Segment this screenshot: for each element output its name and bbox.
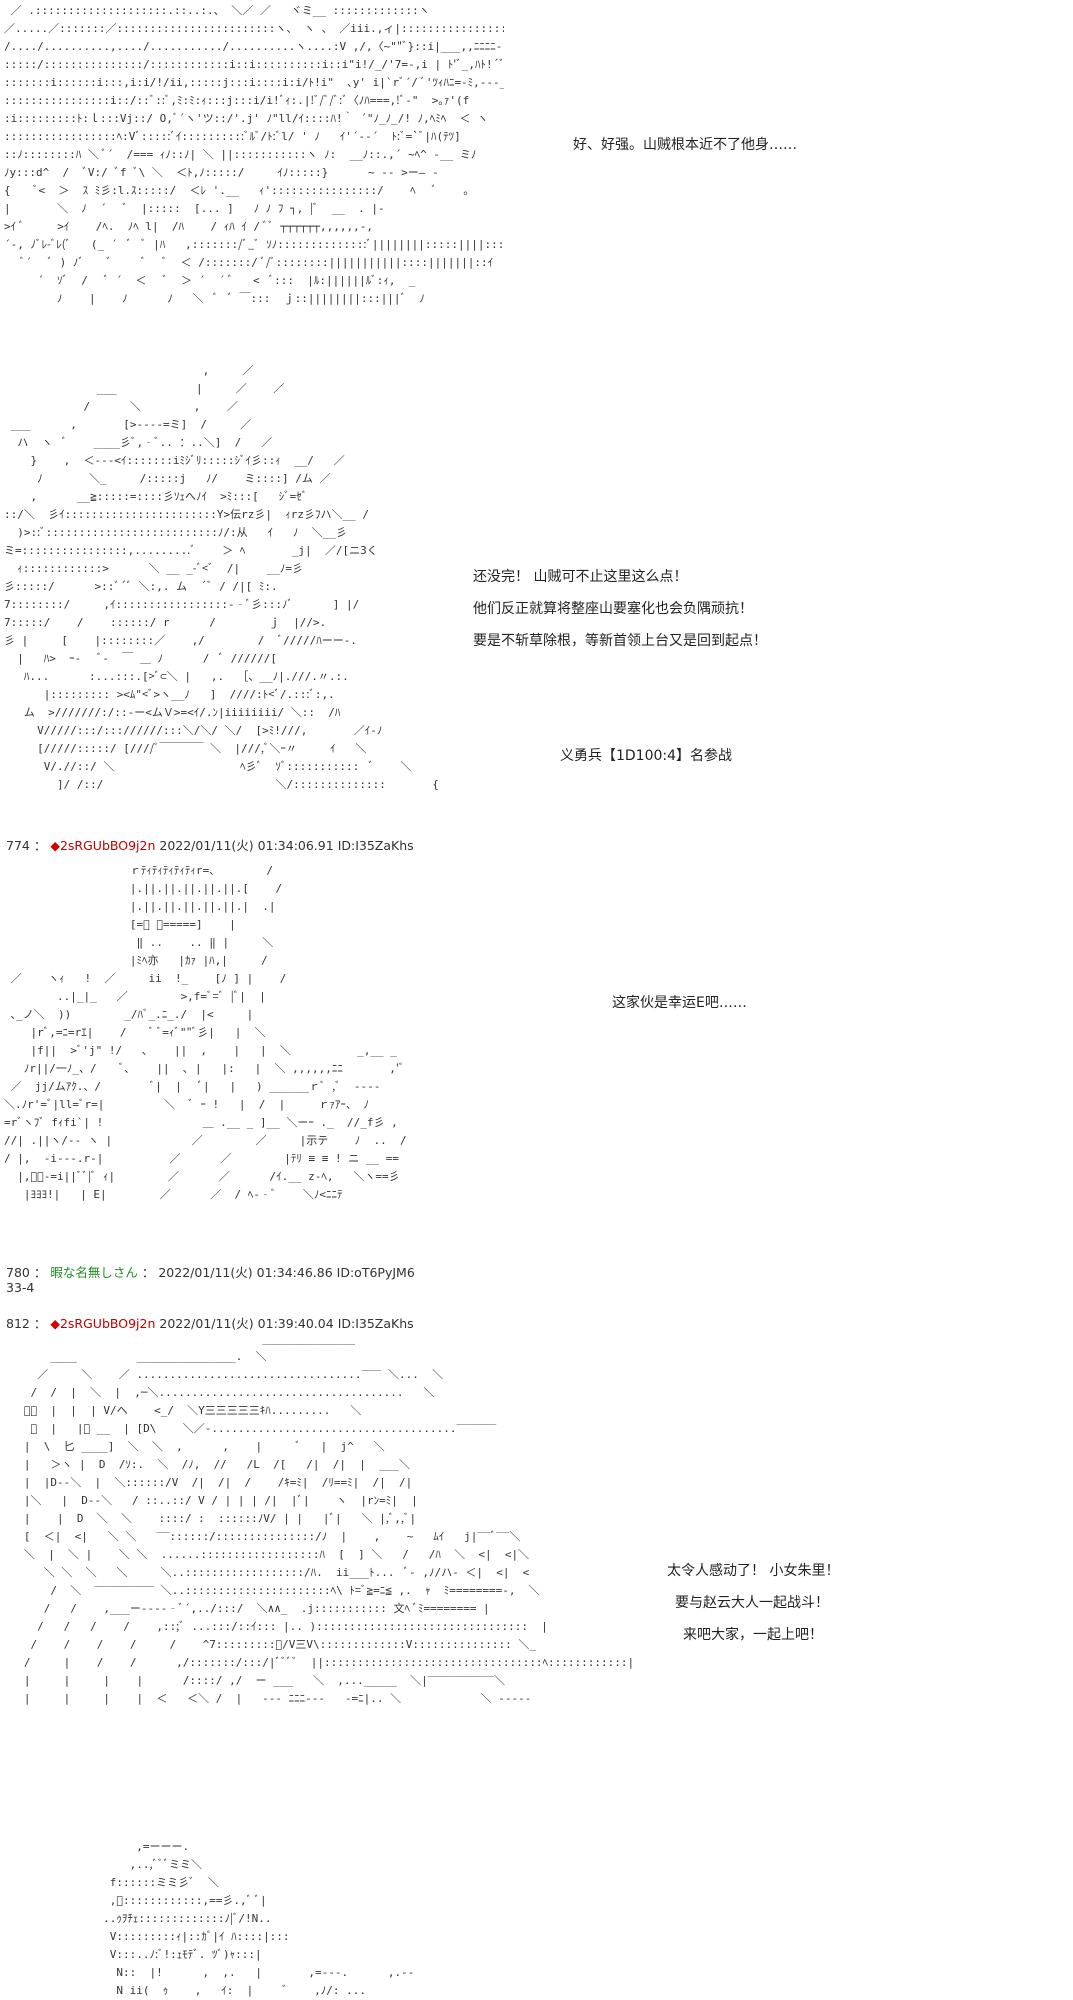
separator: ： — [33, 838, 47, 853]
post-number[interactable]: 774 — [6, 838, 30, 853]
ascii-art-bandit-fight: ／ .::::::::::::::::::::.::..:.、 ＼／ ／ ヾミ_… — [4, 4, 504, 305]
dialogue-line: 太令人感动了！ 小女朱里！ — [667, 1563, 840, 1579]
post-number[interactable]: 812 — [6, 1316, 30, 1331]
poster-id[interactable]: ID:I35ZaKhs — [337, 1316, 414, 1331]
post-body-780: 33-4 — [6, 1280, 35, 1295]
dialogue-line: 要与赵云大人一起战斗！ — [675, 1595, 829, 1611]
post-date: 2022/01/11(火) — [159, 1316, 254, 1331]
dialogue-line: 还没完！ 山贼可不止这里这么点！ — [473, 569, 688, 585]
dialogue-line: 这家伙是幸运E吧…… — [612, 995, 747, 1011]
post-time: 01:34:06.91 — [257, 838, 334, 853]
post-date: 2022/01/11(火) — [159, 838, 254, 853]
dialogue-line: 他们反正就算将整座山要塞化也会负隅顽抗！ — [473, 601, 753, 617]
poster-id[interactable]: ID:oT6PyJM6 — [336, 1265, 415, 1280]
dice-roll-text: 义勇兵【1D100:4】名参战 — [560, 748, 733, 764]
ascii-art-volunteer-soldiers: ｒﾃｨﾃｨﾃｨﾃｨﾃｨr=、 / |.||.||.||.||.||.[ / |.… — [4, 864, 407, 1201]
post-header-780: 780 ： 暇な名無しさん ： 2022/01/11(火) 01:34:46.8… — [6, 1262, 415, 1281]
separator: ： — [33, 1265, 47, 1280]
post-header-812: 812 ： ◆2sRGUbBO9j2n 2022/01/11(火) 01:39:… — [6, 1313, 414, 1332]
trip-diamond-icon: ◆ — [50, 838, 60, 853]
trip-diamond-icon: ◆ — [50, 1316, 60, 1331]
post-time: 01:39:40.04 — [257, 1316, 334, 1331]
dialogue-block: 还没完！ 山贼可不止这里这么点！ 他们反正就算将整座山要塞化也会负隅顽抗！ 要是… — [473, 561, 767, 657]
poster-trip[interactable]: 2sRGUbBO9j2n — [59, 1316, 156, 1331]
post-header-774: 774 ： ◆2sRGUbBO9j2n 2022/01/11(火) 01:34:… — [6, 835, 414, 854]
poster-name: 暇な名無しさん — [50, 1265, 138, 1280]
separator: ： — [33, 1316, 47, 1331]
post-date: 2022/01/11(火) — [158, 1265, 253, 1280]
dialogue-block: 太令人感动了！ 小女朱里！ 要与赵云大人一起战斗！ 来吧大家，一起上吧！ — [667, 1555, 839, 1651]
post-time: 01:34:46.86 — [256, 1265, 333, 1280]
separator: ： — [141, 1265, 155, 1280]
dialogue-line: 好、好强。山贼根本近不了他身…… — [573, 137, 797, 153]
dialogue-line: 来吧大家，一起上吧！ — [683, 1627, 823, 1643]
ascii-art-crowd-partial: ,=ーーー. ,..,ﾞﾞﾞミミ＼ f::::::ミミ彡ﾞ ＼ ,ﾞ::::::… — [103, 1840, 415, 1997]
ascii-art-zhuli-speech: ______________ ____ _______________. ＼ ／… — [17, 1332, 635, 1705]
poster-id[interactable]: ID:I35ZaKhs — [337, 838, 414, 853]
ascii-art-zhao-yun: , ／ ___ | ／ ／ / ＼ , ／ ___ , [>‐‐‐‐=ミ] / … — [4, 364, 439, 791]
poster-trip[interactable]: 2sRGUbBO9j2n — [59, 838, 156, 853]
dialogue-line: 要是不斩草除根，等新首领上台又是回到起点！ — [473, 633, 767, 649]
post-number[interactable]: 780 — [6, 1265, 30, 1280]
